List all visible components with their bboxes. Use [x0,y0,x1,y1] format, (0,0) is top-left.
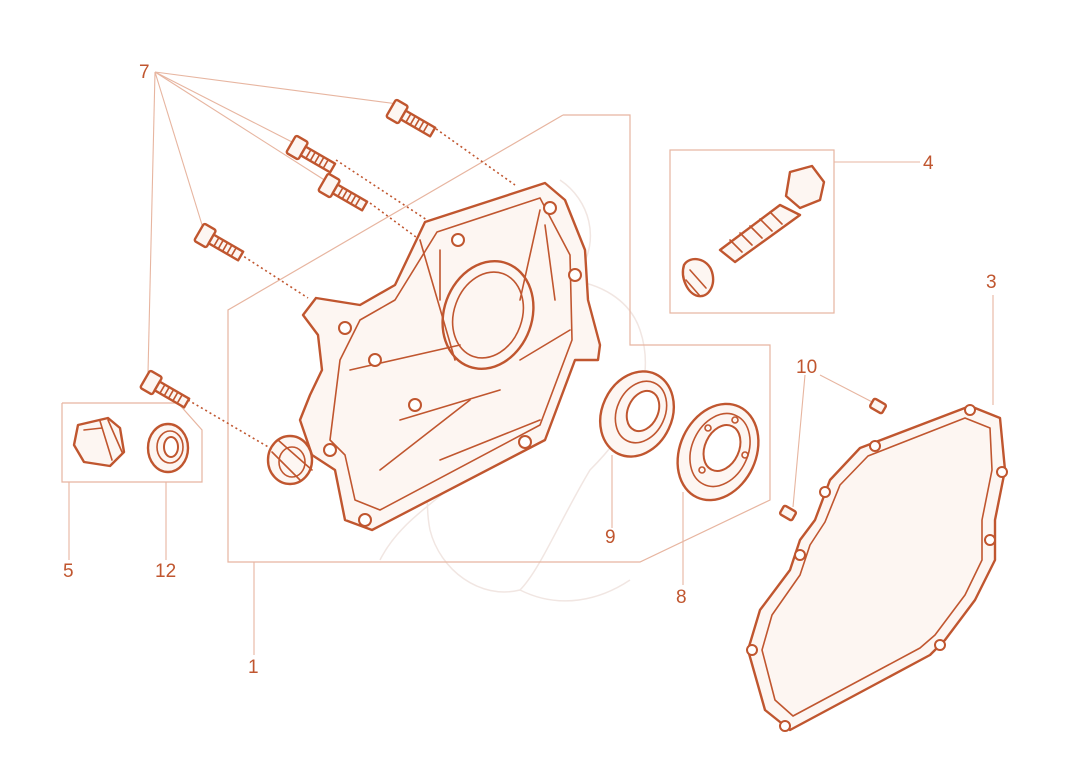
bolt-7-c [317,172,369,212]
bolt-7-d [193,222,245,262]
callout-7: 7 [139,62,150,83]
frame-part-4 [669,149,835,314]
callout-12: 12 [155,561,176,582]
dowel-pin-a [868,397,888,415]
bearing [676,402,760,502]
bolt-7-b [285,134,337,174]
callout-5: 5 [63,561,74,582]
bolt-7-e [139,369,191,409]
crankcase-cover [266,181,602,532]
frame-parts-5-12 [61,402,203,483]
callout-1: 1 [248,657,259,678]
small-seal [146,422,190,474]
callout-10: 10 [796,357,817,378]
leader-lines [68,71,994,655]
gasket [746,404,1008,732]
callout-9: 9 [605,527,616,548]
frame-part-1 [227,114,771,563]
callout-3: 3 [986,272,997,293]
oil-seal [599,370,675,458]
oil-plug [681,164,826,298]
bolt-7-a [385,98,437,138]
callout-8: 8 [676,587,687,608]
dowel-pin-b [778,504,798,522]
callout-4: 4 [923,153,934,174]
bolt-axis-lines [187,125,516,449]
filler-plug [72,416,126,468]
